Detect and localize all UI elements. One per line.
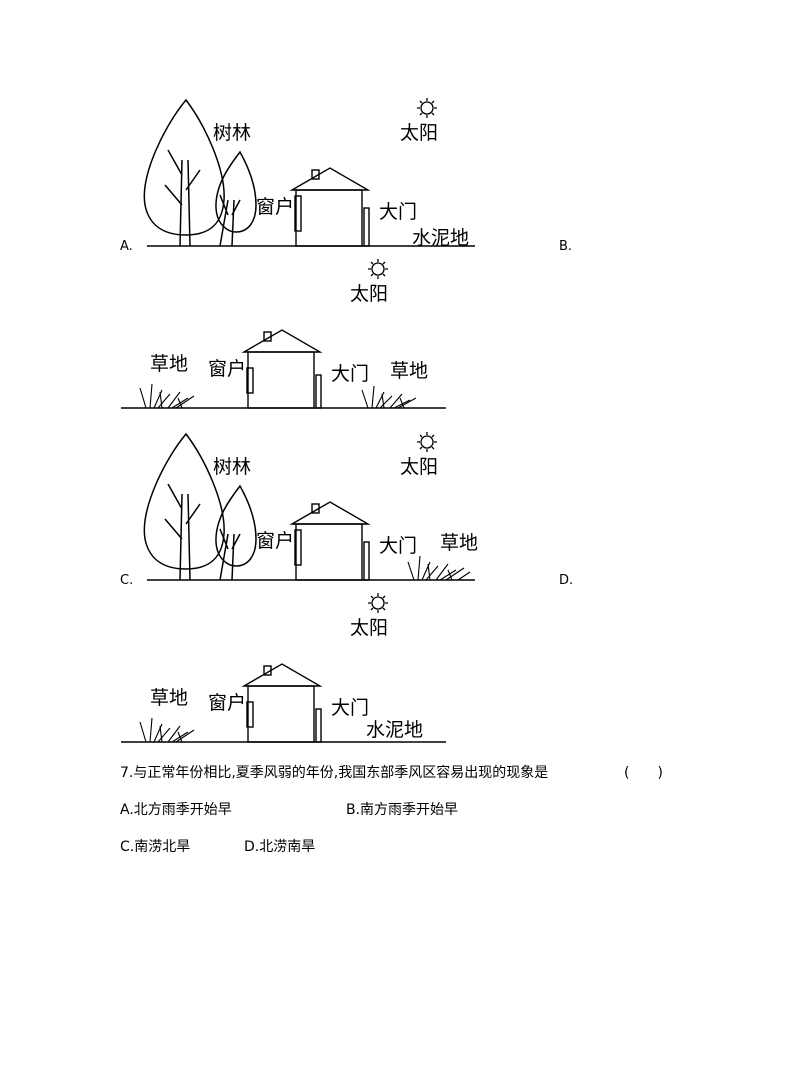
grass-icon [140, 718, 194, 742]
grass-label: 草地 [150, 687, 188, 709]
sun-label: 太阳 [350, 617, 388, 639]
door-shape [316, 709, 321, 742]
sun-icon [368, 593, 388, 613]
question-7-option-c: C.南涝北旱 [120, 838, 190, 856]
question-7-option-d: D.北涝南旱 [244, 838, 315, 856]
answer-bracket: ( ) [624, 764, 663, 782]
window-label: 窗户 [208, 692, 246, 714]
ground-label: 水泥地 [366, 719, 423, 741]
house-icon [244, 664, 321, 742]
question-7-option-b: B.南方雨季开始早 [346, 801, 458, 819]
question-7-stem: 7.与正常年份相比,夏季风弱的年份,我国东部季风区容易出现的现象是 [120, 764, 548, 782]
door-label: 大门 [331, 697, 369, 719]
question-7-option-a: A.北方雨季开始早 [120, 801, 232, 819]
